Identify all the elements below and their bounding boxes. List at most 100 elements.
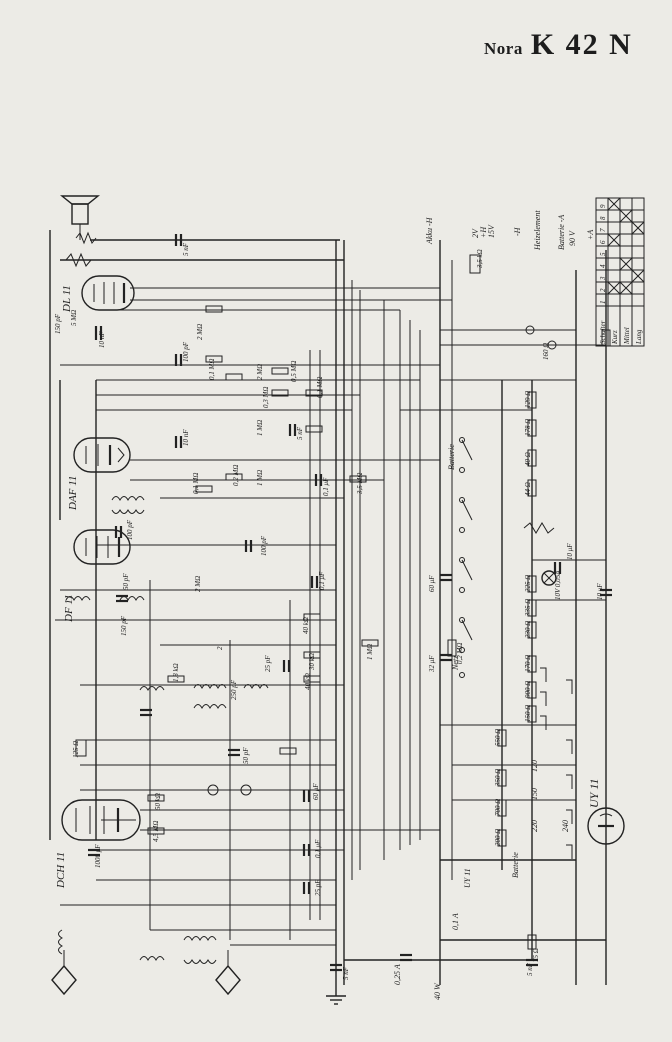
- switch-number: 7: [599, 228, 607, 232]
- switch-row-label: Lang: [635, 329, 643, 345]
- resistors: [75, 254, 611, 950]
- capacitors: [88, 234, 612, 972]
- resistor-label: 125 Ω: [72, 741, 80, 758]
- resistor-label: 200 Ω: [494, 829, 502, 846]
- switch-row-label: Mittel: [623, 327, 631, 345]
- voltage-taps: [540, 667, 573, 859]
- capacitor-label: 100 pF: [260, 535, 268, 556]
- selector-label: 150: [530, 788, 539, 800]
- resistor-label: 160 Ω: [542, 343, 550, 360]
- title-brand: Nora: [484, 39, 523, 58]
- resistor-label: 2 MΩ: [194, 576, 202, 592]
- resistor-label: 1 MΩ: [366, 644, 374, 660]
- tube-label: UY 11: [587, 779, 601, 808]
- capacitor-label: 25 pF: [264, 655, 272, 672]
- power-label: 0,1 A: [451, 913, 460, 930]
- resistor-label: 3,5 MΩ: [356, 473, 364, 495]
- tube-label: DL 11: [61, 285, 73, 313]
- selector-label: 240: [561, 820, 570, 832]
- resistor-label: 5 MΩ: [70, 310, 78, 326]
- tube-daf11: [73, 437, 131, 473]
- resistor-label: 900 Ω: [524, 681, 532, 698]
- horizontal-wires: [55, 239, 606, 961]
- resistor-label: 44 Ω: [524, 482, 532, 496]
- resistor-label: 0,5 MΩ: [290, 361, 298, 382]
- resistor-label: 50 kΩ: [154, 793, 162, 810]
- resistor-label: 230 Ω: [524, 621, 532, 638]
- resistor-label: 0,1 MΩ: [192, 473, 200, 494]
- tube-df11: [73, 529, 131, 565]
- selector-switch: [207, 325, 557, 796]
- capacitor-label: 150 pF: [120, 615, 128, 636]
- resistor-label: 700 Ω: [494, 799, 502, 816]
- antenna-icon: [51, 950, 241, 996]
- resistor-label: 178 Ω: [524, 419, 532, 436]
- power-label: +H: [479, 226, 488, 238]
- power-label: 0,25 A: [393, 964, 402, 985]
- capacitor-label: 32 μF: [428, 655, 436, 673]
- switch-number: 4: [599, 264, 607, 268]
- power-label: Batterie -A: [557, 215, 566, 250]
- power-label: UY 11: [463, 868, 472, 888]
- capacitor-label: 50 pF: [122, 573, 130, 590]
- capacitor-label: 1000 pF: [94, 844, 102, 868]
- resistor-label: 2 MΩ: [256, 364, 264, 380]
- selector-label: 120: [530, 760, 539, 772]
- capacitor-label: 5 nF: [342, 966, 350, 980]
- switch-number: 2: [599, 288, 607, 292]
- resistor-label: 75 Ω: [532, 948, 540, 962]
- bus-lines: [49, 230, 607, 985]
- switch-number: 8: [599, 216, 607, 220]
- resistor-labels: 5 MΩ 2 MΩ 0,1 MΩ 2 MΩ 0,5 MΩ 0,3 MΩ 0,1 MΩ 1 MΩ…: [70, 249, 550, 962]
- resistor-label: 40 kΩ: [302, 617, 310, 634]
- power-label: 40 W: [433, 982, 442, 1000]
- capacitor-label: 60 μF: [312, 783, 320, 800]
- resistor-label: 225 Ω: [524, 575, 532, 592]
- resistor-label: 30 kΩ: [308, 653, 316, 671]
- resistor-label: 550 Ω: [494, 729, 502, 746]
- capacitor-label: 10 nF: [182, 429, 190, 446]
- capacitor-label: 5 nF: [296, 426, 304, 440]
- capacitor-label: 150 pF: [54, 313, 62, 334]
- resistor-label: 3,5 kΩ: [476, 249, 484, 269]
- title-model: K 42 N: [530, 28, 633, 61]
- power-label: 15V: [487, 224, 496, 238]
- switch-number: 3: [599, 276, 607, 281]
- tube-uy11: [587, 807, 625, 845]
- capacitor-label: 0,1 μF: [314, 839, 322, 858]
- resistor-label: 1 MΩ: [256, 470, 264, 486]
- resistor-label: 0,3 MΩ: [262, 387, 270, 408]
- selector-label: Batterie: [447, 444, 456, 470]
- resistor-label: 40 Ω: [524, 452, 532, 466]
- capacitor-label: 10 μF: [566, 543, 574, 560]
- capacitor-label: 10 nF: [98, 331, 106, 348]
- selector-label: Batterie: [511, 852, 520, 878]
- tube-label: DAF 11: [67, 476, 79, 511]
- resistor-label: 2 MΩ: [196, 324, 204, 340]
- selector-label: Netz: [451, 655, 460, 671]
- misc-label: 2: [216, 646, 224, 650]
- capacitor-label: 25 pF: [314, 879, 322, 896]
- loudspeaker-icon: [60, 195, 100, 240]
- resistor-label: 335 Ω: [524, 599, 532, 617]
- capacitor-label: 0,1 μF: [318, 571, 326, 590]
- pilot-lamp-icon: [541, 570, 557, 586]
- capacitor-label: 50 pF: [242, 747, 250, 764]
- misc-labels: 10V 0,05A 2: [216, 570, 562, 650]
- power-label: Heizelement: [533, 210, 542, 251]
- capacitor-label: 60 μF: [428, 575, 436, 592]
- resistor-label: 1,8 kΩ: [172, 663, 180, 682]
- tube-dch11: [61, 799, 141, 841]
- switch-number: 1: [599, 301, 607, 305]
- tube-label: DCH 11: [55, 852, 67, 889]
- switch-header: Schalter: [599, 320, 607, 344]
- misc-label: 10V 0,05A: [554, 570, 562, 600]
- resistor-label: 0,1 MΩ: [208, 359, 216, 380]
- power-label: Akku -H: [425, 216, 434, 245]
- power-label: -H: [513, 226, 522, 236]
